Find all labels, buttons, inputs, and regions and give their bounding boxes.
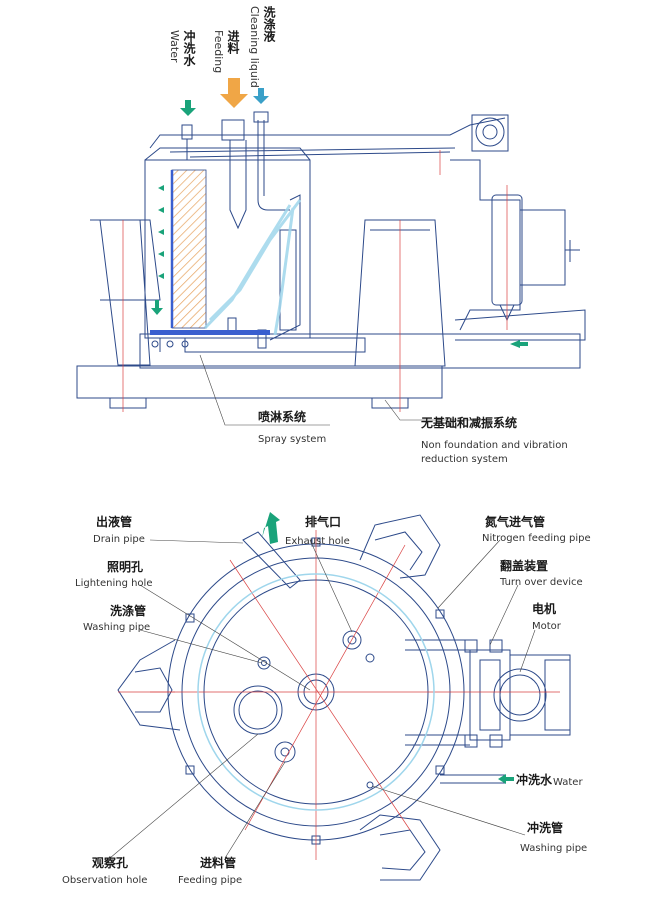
basket-drop-arrow — [151, 300, 163, 315]
observation-hole-label-cn: 观察孔 — [92, 856, 129, 870]
spray-system-label-en: Spray system — [258, 434, 327, 445]
base-water-arrow — [510, 340, 528, 348]
water-label-bottom-cn: 冲洗水 — [516, 773, 553, 787]
cleaning-label-en: Cleaning liquid — [248, 6, 261, 88]
exhaust-hole-label-en: Exhaust hole — [285, 536, 350, 547]
turn-over-label-en: Turn over device — [500, 577, 583, 588]
motor-label-en: Motor — [532, 621, 561, 632]
water-label-cn: 冲洗水 — [182, 30, 196, 66]
turn-over-label-cn: 翻盖装置 — [500, 559, 549, 573]
non-foundation-label-en-2: reduction system — [421, 454, 508, 465]
water-label-en: Water — [168, 30, 181, 63]
feeding-arrow — [220, 78, 248, 108]
feeding-label-cn: 进料 — [226, 30, 240, 54]
drain-pipe-label-en: Drain pipe — [93, 534, 145, 545]
feeding-pipe-label-cn: 进料管 — [200, 856, 237, 870]
nitrogen-pipe-label-cn: 氮气进气管 — [485, 515, 546, 529]
feeding-label-en: Feeding — [212, 30, 225, 74]
drain-pipe-label-cn: 出液管 — [96, 515, 133, 529]
nitrogen-pipe-label-en: Nitrogen feeding pipe — [482, 533, 591, 544]
feeding-pipe-label-en: Feeding pipe — [178, 875, 243, 886]
exhaust-arrow — [262, 512, 280, 544]
flush-pipe-label-cn: 冲洗管 — [527, 821, 564, 835]
motor-label-cn: 电机 — [532, 602, 557, 616]
flush-pipe-label-en: Washing pipe — [520, 843, 588, 854]
cleaning-label-cn: 洗涤液 — [262, 6, 276, 42]
exhaust-hole-label-cn: 排气口 — [305, 515, 342, 529]
washing-pipe-label-cn: 洗涤管 — [110, 604, 147, 618]
lightening-hole-label-cn: 照明孔 — [107, 560, 144, 574]
spray-system-label-cn: 喷淋系统 — [258, 410, 307, 424]
lightening-hole-label-en: Lightening hole — [75, 578, 153, 589]
observation-hole-label-en: Observation hole — [62, 875, 148, 886]
washing-pipe-label-en: Washing pipe — [83, 622, 151, 633]
non-foundation-label-en-1: Non foundation and vibration — [421, 440, 568, 451]
water-label-bottom-en: Water — [553, 777, 583, 788]
water-arrow-bottom — [498, 774, 514, 784]
cleaning-arrow — [253, 88, 269, 104]
water-inlet-arrow — [180, 100, 196, 116]
non-foundation-label-cn: 无基础和减振系统 — [421, 416, 518, 430]
